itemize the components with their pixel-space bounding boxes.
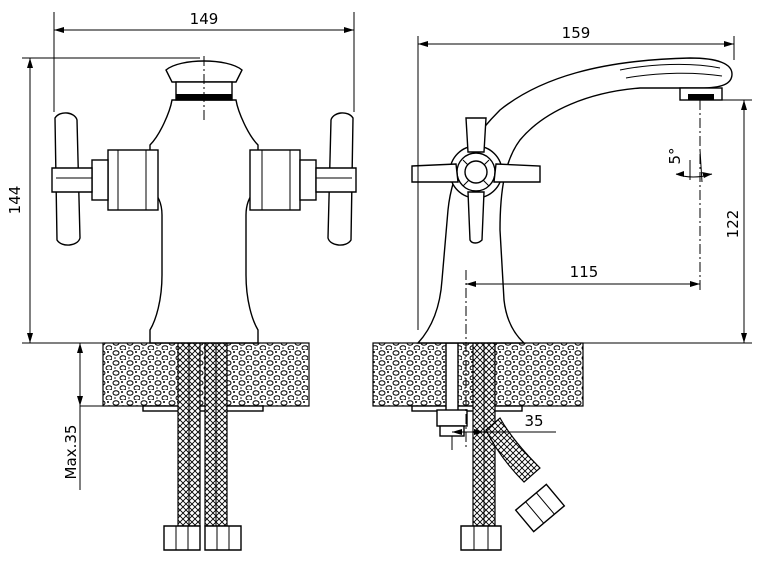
side-cross-handle	[411, 117, 541, 244]
dim-label-side-offset: 35	[524, 412, 543, 430]
front-body	[149, 99, 259, 344]
front-valve-right	[249, 149, 301, 211]
front-view: 149 144 Max.35	[6, 10, 357, 551]
side-hose-nut-straight	[460, 525, 502, 551]
side-hose-bent	[485, 417, 541, 483]
front-mount-plate	[142, 405, 264, 412]
side-hose-nut-bent	[514, 483, 566, 533]
dim-label-rotation-angle: 5°	[666, 147, 684, 164]
front-valve-left	[107, 149, 159, 211]
front-hose-nut-right	[204, 525, 242, 551]
dim-label-side-height: 122	[724, 210, 742, 239]
front-hose-nut-left	[163, 525, 201, 551]
dim-label-side-length: 159	[562, 24, 591, 42]
side-body	[416, 57, 733, 344]
dim-label-side-reach: 115	[570, 263, 599, 281]
front-top-cap	[165, 60, 243, 83]
dim-label-front-width: 149	[190, 10, 219, 28]
dim-label-front-height: 144	[6, 186, 24, 215]
dim-label-front-max-thickness: Max.35	[62, 425, 80, 480]
side-view: 5° 159 122 115 35	[372, 24, 752, 551]
